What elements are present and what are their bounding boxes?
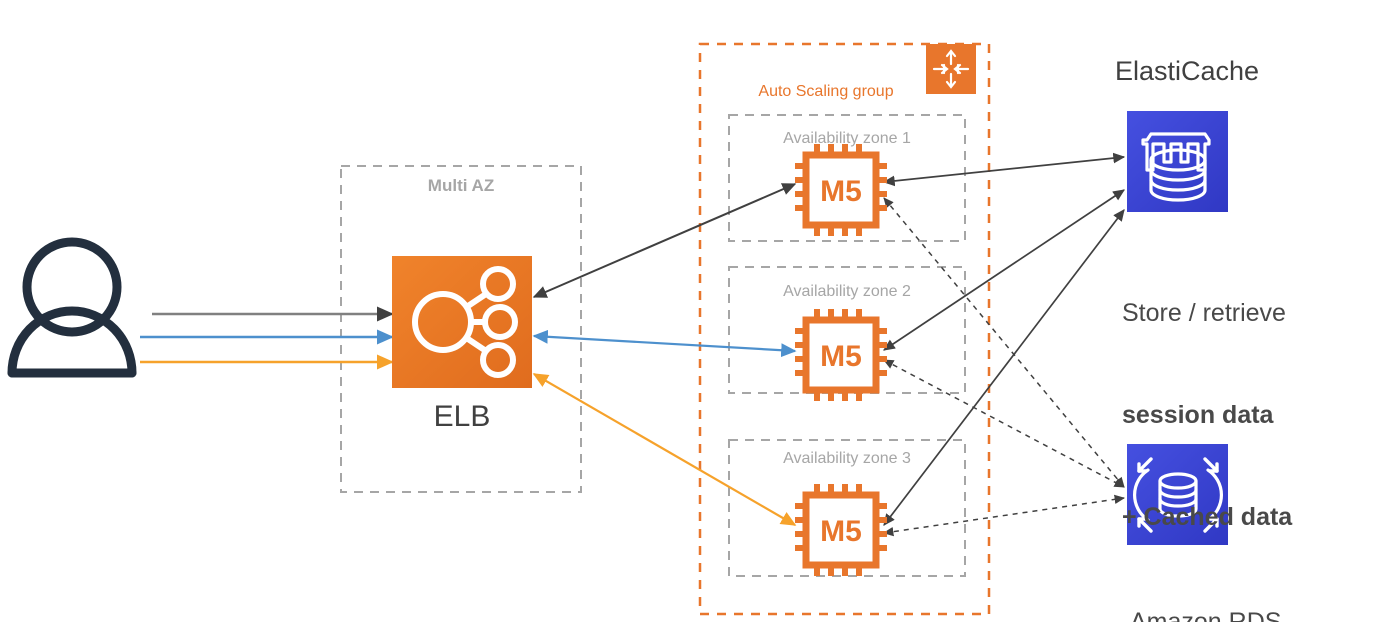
rds-description: Amazon RDS Read / write data: [1130, 537, 1319, 622]
flow-az3-to-rds: [882, 494, 1126, 537]
flow-az1-to-rds: [883, 197, 1125, 488]
rds-service-box[interactable]: [1127, 444, 1228, 545]
elasticache-description: Store / retrieve session data + Cached d…: [1122, 228, 1292, 602]
multi-az-boundary: [340, 165, 582, 493]
m5-instance-icon-az3[interactable]: M5: [795, 484, 887, 576]
elasticache-service-box[interactable]: [1127, 111, 1228, 212]
m5-instance-icon-az2[interactable]: M5: [795, 309, 887, 401]
rds-title: Amazon RDS: [1130, 608, 1282, 622]
availability-zone-2-label: Availability zone 2: [783, 283, 911, 300]
elasticache-desc-line-2: session data: [1122, 401, 1274, 429]
rds-icon: [1133, 457, 1223, 533]
flow-elb-to-az2: [532, 329, 797, 358]
availability-zone-3-label: Availability zone 3: [783, 450, 911, 467]
elb-label: ELB: [433, 400, 491, 433]
auto-scaling-icon: [926, 44, 976, 94]
auto-scaling-group-boundary: [698, 42, 991, 616]
load-balancer-icon: [412, 266, 518, 378]
elasticache-title: ElastiCache: [1115, 56, 1260, 86]
flow-elb-to-az1: [532, 183, 797, 298]
flow-elb-to-az3: [532, 373, 797, 526]
flow-az2-to-elasticache: [883, 189, 1125, 351]
svg-text:M5: M5: [820, 340, 862, 373]
flow-az1-to-elasticache: [882, 152, 1126, 187]
auto-scaling-group-label: Auto Scaling group: [758, 83, 894, 100]
elasticache-icon: [1141, 132, 1211, 202]
svg-text:M5: M5: [820, 175, 862, 208]
elasticache-desc-line-1: Store / retrieve: [1122, 299, 1286, 327]
elasticache-desc-line-3: + Cached data: [1122, 503, 1293, 531]
m5-instance-icon-az1[interactable]: M5: [795, 144, 887, 236]
multi-az-label: Multi AZ: [427, 176, 495, 195]
svg-text:M5: M5: [820, 515, 862, 548]
availability-zone-1-boundary: [728, 114, 966, 242]
user-icon: [7, 237, 137, 378]
availability-zone-1-label: Availability zone 1: [783, 130, 911, 147]
flow-az3-to-elasticache: [883, 209, 1125, 526]
